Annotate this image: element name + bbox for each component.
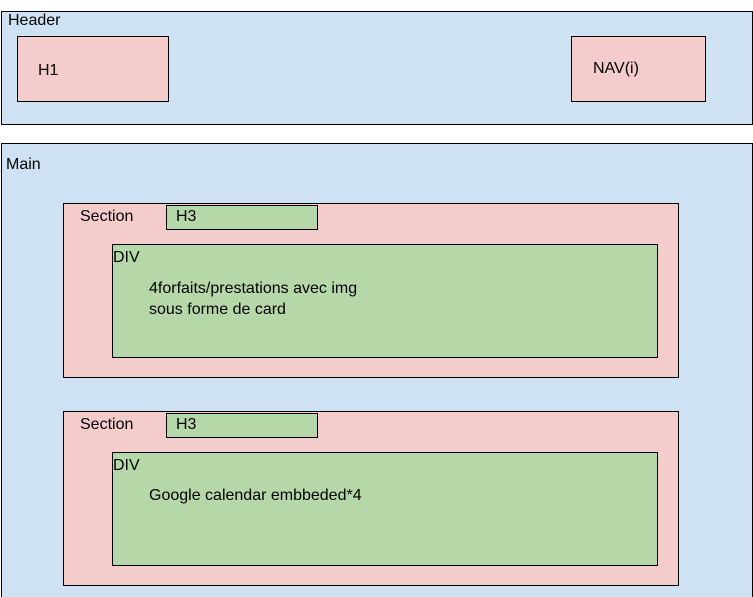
nav-label: NAV(i) — [593, 60, 639, 77]
div-description-1: 4forfaits/prestations avec img sous form… — [149, 280, 358, 318]
h3-box-2: H3 — [166, 413, 318, 438]
div-description-2: Google calendar embbeded*4 — [149, 487, 362, 504]
h3-label-1: H3 — [176, 208, 197, 225]
h1-box: H1 — [17, 36, 169, 102]
nav-box: NAV(i) — [571, 36, 706, 102]
h1-label: H1 — [38, 62, 59, 79]
main-box: Main Section H3 DIV 4forfaits/prestation… — [1, 143, 753, 597]
header-label: Header — [8, 12, 61, 29]
div-label-2: DIV — [113, 457, 140, 474]
div-box-1: DIV 4forfaits/prestations avec img sous … — [112, 244, 658, 358]
section-label-1: Section — [80, 208, 134, 225]
header-box: Header H1 NAV(i) — [1, 11, 753, 125]
section-box-2: Section H3 DIV Google calendar embbeded*… — [63, 411, 679, 586]
div-label-1: DIV — [113, 249, 140, 266]
section-label-2: Section — [80, 416, 134, 433]
h3-box-1: H3 — [166, 205, 318, 230]
main-label: Main — [6, 156, 41, 173]
div-box-2: DIV Google calendar embbeded*4 — [112, 452, 658, 566]
h3-label-2: H3 — [176, 416, 197, 433]
section-box-1: Section H3 DIV 4forfaits/prestations ave… — [63, 203, 679, 378]
